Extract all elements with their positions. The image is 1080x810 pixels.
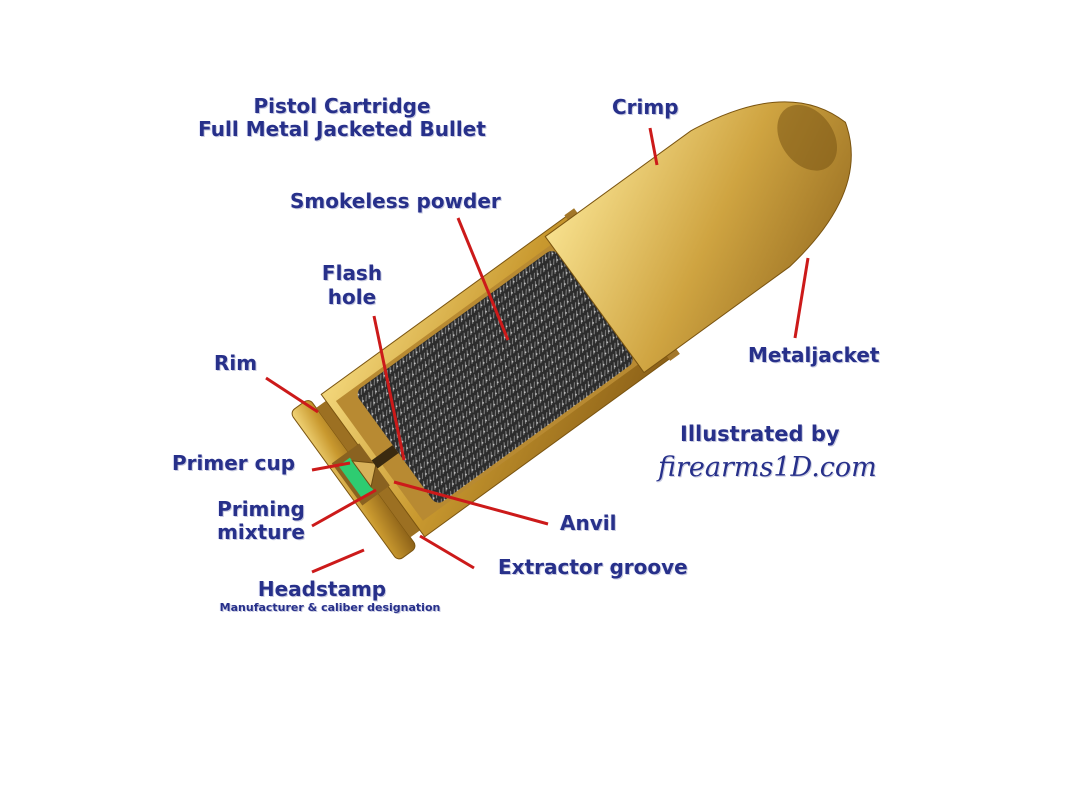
diagram-title-line2: Full Metal Jacketed Bullet (198, 117, 486, 141)
cartridge-body (291, 101, 852, 560)
label-anvil: Anvil (560, 511, 617, 535)
label-priming-mixture-line2: mixture (217, 520, 305, 544)
leader-lines (265, 127, 810, 574)
label-headstamp-note: Manufacturer & caliber designation (219, 601, 441, 614)
diagram-title-line1: Pistol Cartridge (253, 94, 431, 118)
label-headstamp: Headstamp (257, 577, 387, 601)
label-metal-jacket: Metaljacket (748, 343, 880, 367)
label-flash-hole-line2: hole (327, 285, 377, 309)
label-rim: Rim (214, 351, 258, 375)
label-primer-cup: Primer cup (172, 451, 296, 475)
credit-site: firearms1D.com (658, 452, 877, 483)
credit-illustrated-by: Illustrated by (680, 422, 840, 446)
label-priming-mixture-line1: Priming (217, 497, 305, 521)
label-crimp: Crimp (612, 95, 679, 119)
label-flash-hole-line1: Flash (321, 261, 383, 285)
label-smokeless-powder: Smokeless powder (290, 189, 501, 213)
label-extractor-groove: Extractor groove (498, 555, 688, 579)
